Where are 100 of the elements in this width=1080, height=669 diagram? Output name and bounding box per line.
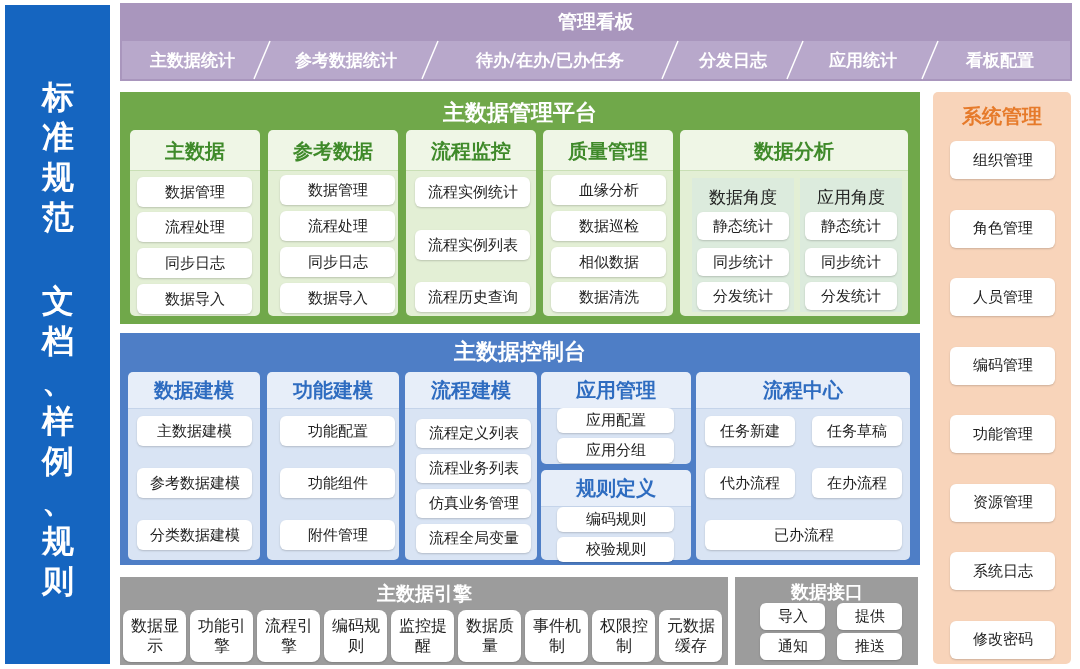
function-box: 数据清洗 bbox=[551, 282, 666, 312]
function-box: 推送 bbox=[837, 633, 902, 660]
function-box: 仿真业务管理 bbox=[416, 489, 531, 518]
function-box: 系统日志 bbox=[950, 552, 1055, 590]
module-card bbox=[267, 372, 399, 560]
module-card bbox=[130, 130, 260, 316]
function-box: 分发统计 bbox=[805, 282, 897, 310]
function-box: 数据显示 bbox=[123, 610, 186, 662]
function-box: 同步统计 bbox=[697, 248, 789, 276]
function-box: 应用配置 bbox=[557, 408, 674, 433]
module-card bbox=[268, 130, 398, 316]
function-box: 参考数据建模 bbox=[137, 468, 252, 498]
module-card bbox=[541, 470, 691, 560]
panel-title: 数据接口 bbox=[789, 580, 864, 604]
module-card bbox=[128, 372, 260, 560]
platform-panel bbox=[120, 92, 920, 324]
function-box: 角色管理 bbox=[950, 209, 1055, 248]
function-box: 流程实例列表 bbox=[415, 230, 530, 260]
function-box: 流程实例统计 bbox=[415, 177, 530, 207]
module-card bbox=[543, 130, 673, 316]
function-box: 数据管理 bbox=[280, 175, 395, 205]
module-card bbox=[541, 372, 691, 464]
sub-card bbox=[692, 178, 794, 312]
board-panel bbox=[120, 3, 1072, 81]
card-title: 规则定义 bbox=[575, 475, 657, 502]
function-box: 流程引擎 bbox=[257, 610, 320, 662]
function-box: 流程处理 bbox=[280, 211, 395, 241]
banner-text: 标准规范 bbox=[40, 77, 75, 237]
card-title: 功能建模 bbox=[292, 377, 374, 404]
function-box: 资源管理 bbox=[950, 483, 1055, 522]
function-box: 数据管理 bbox=[137, 177, 252, 207]
function-box: 监控提醒 bbox=[391, 610, 454, 662]
function-box: 流程全局变量 bbox=[416, 524, 531, 553]
card-title: 流程监控 bbox=[430, 138, 512, 165]
function-box: 数据导入 bbox=[137, 284, 252, 314]
function-box: 功能引擎 bbox=[190, 610, 253, 662]
function-box: 提供 bbox=[837, 603, 902, 630]
function-box: 流程业务列表 bbox=[416, 454, 531, 483]
function-box: 任务草稿 bbox=[812, 416, 902, 446]
function-box: 修改密码 bbox=[950, 620, 1055, 659]
card-title: 应用管理 bbox=[575, 377, 657, 404]
function-box: 功能配置 bbox=[280, 416, 395, 446]
tab: 分发日志 bbox=[670, 41, 795, 79]
tab: 应用统计 bbox=[795, 41, 930, 79]
function-box: 同步日志 bbox=[137, 248, 252, 278]
function-box: 流程历史查询 bbox=[415, 282, 530, 312]
function-box: 数据巡检 bbox=[551, 211, 666, 241]
function-box: 同步统计 bbox=[805, 248, 897, 276]
function-box: 功能管理 bbox=[950, 415, 1055, 453]
function-box: 分类数据建模 bbox=[137, 520, 252, 550]
function-box: 数据导入 bbox=[280, 283, 395, 313]
function-box: 流程定义列表 bbox=[416, 419, 531, 448]
card-title: 流程建模 bbox=[430, 377, 512, 404]
function-box: 分发统计 bbox=[697, 282, 789, 310]
module-card bbox=[405, 372, 537, 560]
panel-title: 主数据控制台 bbox=[453, 338, 587, 366]
side-panel bbox=[933, 92, 1071, 664]
sub-card bbox=[800, 178, 902, 312]
card-title: 应用角度 bbox=[816, 186, 886, 209]
function-box: 导入 bbox=[760, 603, 825, 630]
function-box: 主数据建模 bbox=[137, 416, 252, 446]
module-card bbox=[406, 130, 536, 316]
card-title: 数据角度 bbox=[708, 186, 778, 209]
function-box: 通知 bbox=[760, 633, 825, 660]
function-box: 静态统计 bbox=[805, 212, 897, 240]
function-box: 校验规则 bbox=[557, 537, 674, 562]
function-box: 编码规则 bbox=[324, 610, 387, 662]
card-title: 质量管理 bbox=[567, 138, 649, 165]
console-panel bbox=[120, 333, 920, 565]
function-box: 血缘分析 bbox=[551, 175, 666, 205]
tab: 待办/在办/已办任务 bbox=[430, 41, 670, 79]
module-card bbox=[680, 130, 908, 316]
function-box: 任务新建 bbox=[705, 416, 795, 446]
function-box: 相似数据 bbox=[551, 247, 666, 277]
panel-title: 主数据管理平台 bbox=[442, 99, 598, 127]
function-box: 权限控制 bbox=[592, 610, 655, 662]
function-box: 在办流程 bbox=[812, 468, 902, 498]
function-box: 数据质量 bbox=[458, 610, 521, 662]
function-box: 元数据缓存 bbox=[659, 610, 722, 662]
engine-panel bbox=[120, 577, 728, 665]
function-box: 编码规则 bbox=[557, 507, 674, 532]
interface-panel bbox=[735, 577, 918, 665]
tab: 参考数据统计 bbox=[262, 41, 430, 79]
card-title: 数据建模 bbox=[153, 377, 235, 404]
card-title: 数据分析 bbox=[753, 138, 835, 165]
function-box: 已办流程 bbox=[705, 520, 902, 550]
function-box: 同步日志 bbox=[280, 247, 395, 277]
panel-title: 管理看板 bbox=[557, 9, 635, 34]
function-box: 组织管理 bbox=[950, 141, 1055, 179]
banner-text: 文档、样例、规则 bbox=[40, 281, 75, 601]
panel-title: 系统管理 bbox=[961, 103, 1043, 130]
function-box: 流程处理 bbox=[137, 212, 252, 242]
card-title: 参考数据 bbox=[292, 138, 374, 165]
function-box: 编码管理 bbox=[950, 346, 1055, 385]
side-banner bbox=[5, 5, 110, 664]
function-box: 静态统计 bbox=[697, 212, 789, 240]
tab: 主数据统计 bbox=[122, 41, 262, 79]
panel-title: 主数据引擎 bbox=[375, 581, 473, 606]
function-box: 附件管理 bbox=[280, 520, 395, 550]
function-box: 事件机制 bbox=[525, 610, 588, 662]
